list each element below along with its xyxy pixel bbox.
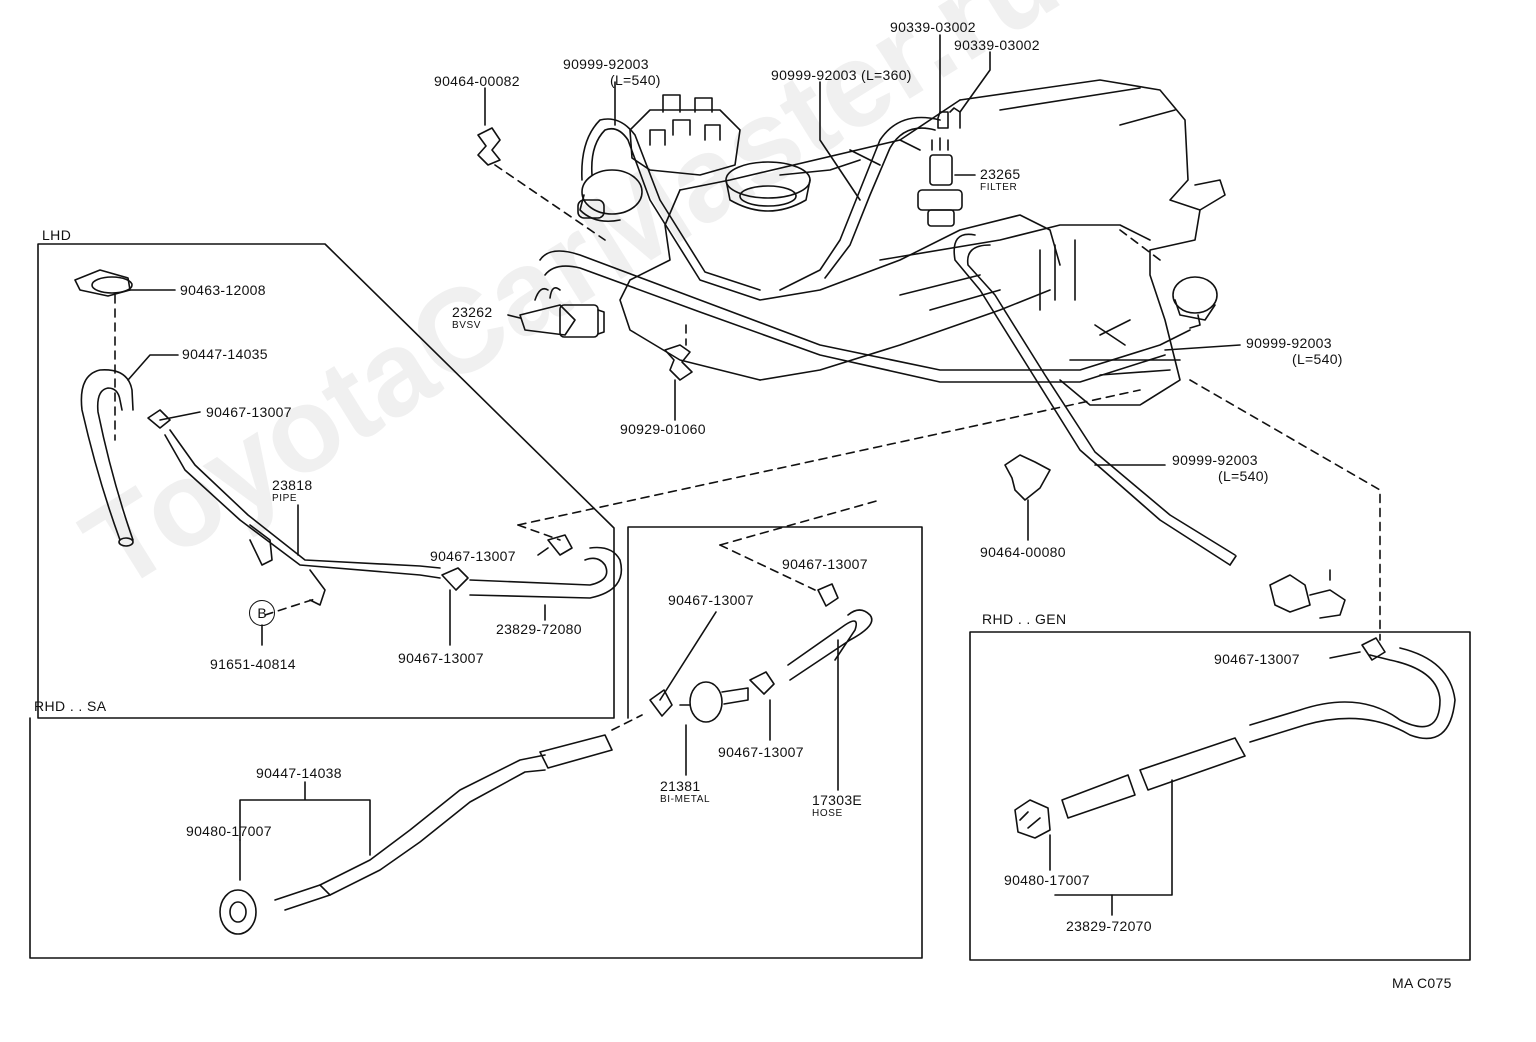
label-90464-00082: 90464-00082 [434,73,520,89]
label-90467-sa3: 90467-13007 [718,744,804,760]
vsv-23265-shape [917,107,963,227]
label-90467-lhd3: 90467-13007 [398,650,484,666]
callout-b: B [249,600,275,626]
label-17303e: 17303E [812,792,863,808]
label-90467-sa1: 90467-13007 [782,556,868,572]
label-90339-b: 90339-03002 [954,37,1040,53]
label-90339-a: 90339-03002 [890,19,976,35]
label-23818: 23818 [272,477,313,493]
label-23829-72080: 23829-72080 [496,621,582,637]
hose-down-2 [966,244,1236,556]
label-23262: 23262 [452,304,493,320]
engine-outline [577,79,1226,406]
group-title-rhd-gen: RHD . . GEN [982,611,1067,627]
hose-long-2 [544,265,1166,383]
label-21381: 21381 [660,778,701,794]
rhd-sa-parts [219,583,873,935]
label-90467-sa2: 90467-13007 [668,592,754,608]
label-90447-14035: 90447-14035 [182,346,268,362]
rhd-gen-parts [1014,637,1456,839]
label-90463-12008: 90463-12008 [180,282,266,298]
label-90999-top: 90999-92003 [563,56,649,72]
hose-top-left-2 [581,118,761,291]
label-90447-14038: 90447-14038 [256,765,342,781]
label-90480-gen: 90480-17007 [1004,872,1090,888]
label-23829-72070: 23829-72070 [1066,918,1152,934]
figure-code: MA C075 [1392,975,1452,991]
hose-360-2 [824,127,936,279]
sensor-right [1269,569,1346,619]
group-title-lhd: LHD [42,227,72,243]
leader-lines [127,34,1361,916]
clip-90464-00080 [1004,454,1051,501]
label-90467-gen: 90467-13007 [1214,651,1300,667]
label-91651-40814: 91651-40814 [210,656,296,672]
label-90999-right2: 90999-92003 [1172,452,1258,468]
hose-long [539,250,1191,371]
label-90480-sa: 90480-17007 [186,823,272,839]
label-filter: FILTER [980,182,1018,193]
label-90464-00080: 90464-00080 [980,544,1066,560]
label-l540-top: (L=540) [610,72,661,88]
lhd-parts [74,269,623,606]
rhd-gen-group-box [969,631,1471,961]
hose-down [953,233,1231,566]
label-l540-right1: (L=540) [1292,351,1343,367]
label-90929-01060: 90929-01060 [620,421,706,437]
label-pipe: PIPE [272,493,298,504]
label-hose: HOSE [812,808,843,819]
label-90467-lhd1: 90467-13007 [206,404,292,420]
lhd-group-box [37,243,615,719]
label-90467-lhd2: 90467-13007 [430,548,516,564]
rhd-sa-group-box [29,526,923,959]
canister-right [1172,276,1218,329]
label-l540-right2: (L=540) [1218,468,1269,484]
clip-90464-00082 [477,127,501,166]
bvsv-23262-shape [519,287,605,338]
label-bimetal: BI-METAL [660,794,711,805]
label-90999-right1: 90999-92003 [1246,335,1332,351]
label-90999-360: 90999-92003 (L=360) [771,67,912,83]
hose-top-left [590,127,1061,301]
hose-360 [779,116,941,291]
group-title-rhd-sa: RHD . . SA [34,698,107,714]
label-23265: 23265 [980,166,1021,182]
label-bvsv: BVSV [452,320,482,331]
clip-90929-01060 [664,344,693,381]
